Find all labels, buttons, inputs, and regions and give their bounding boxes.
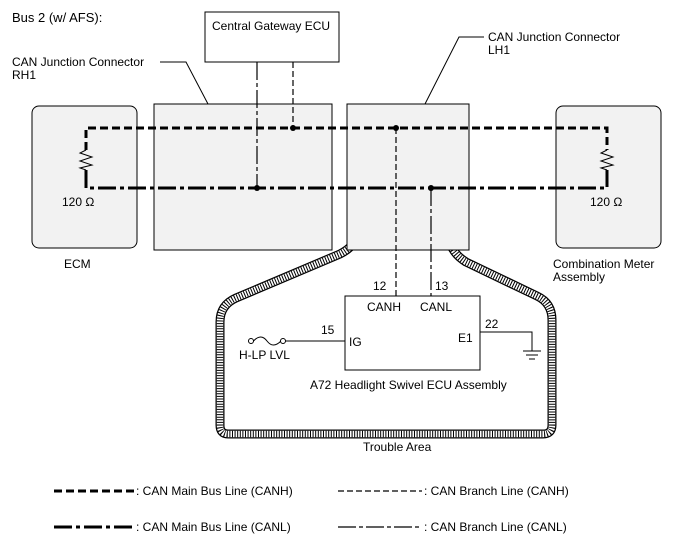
fuse-icon — [253, 336, 282, 346]
e1-terminal-label: E1 — [458, 331, 473, 345]
fuse-label: H-LP LVL — [239, 348, 290, 362]
legend-label-main-canh: : CAN Main Bus Line (CANH) — [136, 484, 293, 498]
central-gateway-ecu-box — [204, 11, 340, 63]
legend: : CAN Main Bus Line (CANH) : CAN Branch … — [54, 484, 569, 534]
can-main-bus-canh — [84, 126, 609, 150]
junction-connector-rh1-box — [153, 103, 333, 251]
can-main-bus-canl — [84, 170, 609, 190]
trouble-area-label: Trouble Area — [363, 440, 432, 454]
jc-rh1-label-1: CAN Junction Connector — [12, 55, 144, 69]
combination-meter-label-2: Assembly — [553, 270, 605, 284]
fuse-terminal-left — [248, 338, 254, 344]
legend-label-branch-canh: : CAN Branch Line (CANH) — [424, 484, 569, 498]
ground-icon — [523, 350, 541, 360]
resistor-left-label: 120 Ω — [62, 195, 94, 209]
swivel-canl-junction-dot — [428, 185, 434, 191]
gateway-canl-junction-dot — [254, 185, 260, 191]
jc-lh1-leader — [424, 36, 484, 105]
jc-lh1-label-2: LH1 — [488, 43, 510, 57]
e1-pin-number: 22 — [485, 317, 499, 331]
fuse-terminal-right — [280, 338, 286, 344]
swivel-ecu-name: A72 Headlight Swivel ECU Assembly — [310, 378, 507, 392]
canh-terminal-label: CANH — [367, 300, 401, 314]
swivel-canh-junction-dot — [393, 125, 399, 131]
headlight-swivel-ecu-box — [344, 295, 481, 371]
jc-rh1-leader — [160, 61, 209, 105]
ig-pin-number: 15 — [321, 323, 335, 337]
resistor-left-icon — [78, 149, 94, 171]
combination-meter-label-1: Combination Meter — [553, 257, 654, 271]
jc-lh1-label-1: CAN Junction Connector — [488, 30, 620, 44]
legend-label-branch-canl: : CAN Branch Line (CANL) — [424, 520, 567, 534]
junction-connector-lh1-box — [346, 103, 470, 251]
ground-wire — [480, 331, 533, 351]
canh-pin-number: 12 — [373, 279, 387, 293]
legend-label-main-canl: : CAN Main Bus Line (CANL) — [136, 520, 291, 534]
jc-rh1-label-2: RH1 — [12, 68, 36, 82]
ecm-label: ECM — [64, 257, 91, 271]
diagram-title: Bus 2 (w/ AFS): — [12, 10, 102, 25]
canl-terminal-label: CANL — [420, 300, 452, 314]
central-gateway-label: Central Gateway ECU — [212, 19, 330, 33]
canl-pin-number: 13 — [435, 279, 449, 293]
gateway-canh-junction-dot — [290, 125, 296, 131]
resistor-right-label: 120 Ω — [590, 195, 622, 209]
ig-terminal-label: IG — [349, 335, 362, 349]
resistor-right-icon — [599, 149, 615, 171]
